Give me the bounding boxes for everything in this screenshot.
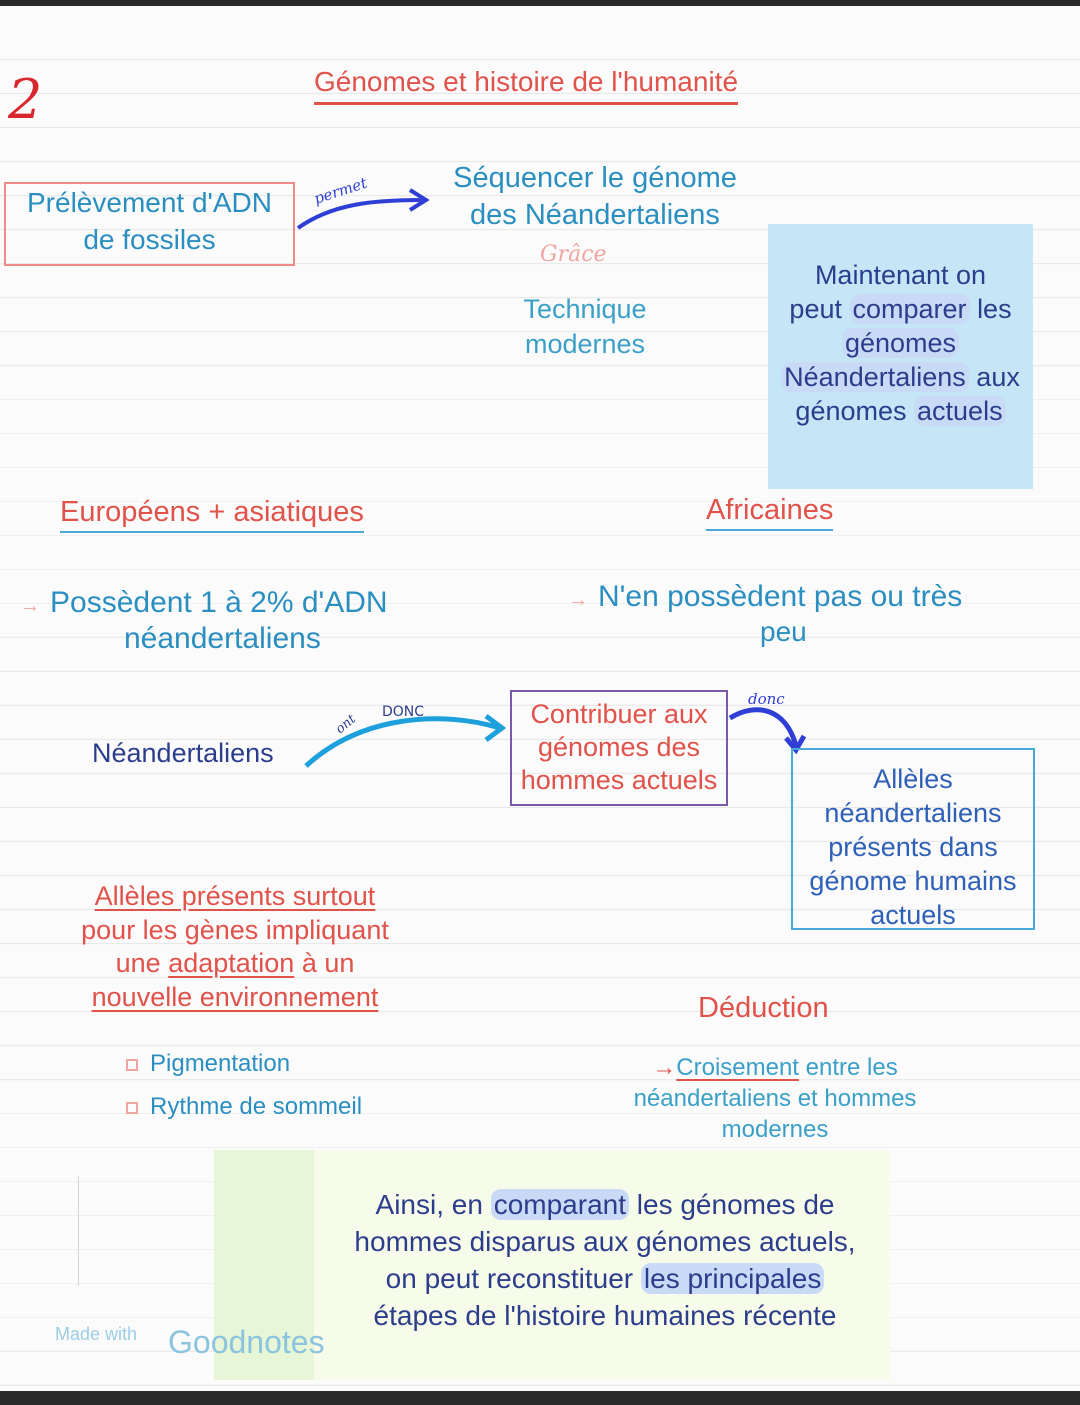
contribuer-box: Contribuer aux génomes des hommes actuel… xyxy=(510,690,728,806)
alleles-line1: Allèles xyxy=(873,764,953,794)
technique-line1: Technique xyxy=(523,294,647,324)
sequence-text: Séquencer le génome des Néandertaliens xyxy=(430,160,760,234)
highlight-word: comparant xyxy=(490,1189,629,1220)
highlight-word: les principales xyxy=(640,1263,825,1294)
traits-list: Pigmentation Rythme de sommeil xyxy=(126,1042,362,1128)
arrow-icon: → xyxy=(652,1054,677,1081)
grace-label: Grâce xyxy=(540,242,607,267)
made-with-label: Made with xyxy=(55,1324,138,1344)
africaines-heading: Africaines xyxy=(706,494,834,531)
conclusion-line1: Ainsi, en comparant les génomes de xyxy=(300,1186,910,1223)
adn-box-line1: Prélèvement d'ADN xyxy=(27,187,272,218)
contrib-line3: hommes actuels xyxy=(520,765,718,795)
conclusion-line2: hommes disparus aux génomes actuels, xyxy=(354,1226,856,1257)
page-number: 2 xyxy=(8,68,43,131)
alleles-line3: présents dans xyxy=(828,832,998,862)
alleles-line5: actuels xyxy=(870,900,956,930)
highlight-word: Néandertaliens xyxy=(781,362,969,392)
croisement-line2: néandertaliens et hommes xyxy=(633,1085,917,1112)
adn-box-line2: de fossiles xyxy=(83,224,216,255)
donc2-label: donc xyxy=(748,690,785,708)
highlight-word: actuels xyxy=(914,396,1006,426)
possedent-line1: → Possèdent 1 à 2% d'ADN xyxy=(20,584,388,625)
list-item-label: Pigmentation xyxy=(150,1050,291,1077)
highlight-word: comparer xyxy=(849,294,970,324)
blue-note-line4: Néandertaliens aux xyxy=(768,360,1033,394)
conclusion-line3: on peut reconstituer les principales xyxy=(300,1260,910,1297)
word: génomes xyxy=(795,396,907,426)
conclusion-line4: étapes de l'histoire humaines récente xyxy=(373,1300,837,1331)
neandertaliens-label: Néandertaliens xyxy=(92,738,274,768)
blue-note-line2: peut comparer les xyxy=(768,292,1033,326)
alleles-box: Allèles néandertaliens présents dans gén… xyxy=(791,748,1035,930)
blue-note-line1: Maintenant on xyxy=(814,260,987,290)
word: une xyxy=(115,948,161,978)
adn-sampling-box: Prélèvement d'ADN de fossiles xyxy=(4,182,295,266)
croisement-line3: modernes xyxy=(721,1116,829,1143)
word: aux xyxy=(976,362,1020,392)
notebook-page: 2 Génomes et histoire de l'humanité Prél… xyxy=(0,6,1080,1391)
npossede-line2: peu xyxy=(760,616,807,647)
conclusion-text: Ainsi, en comparant les génomes de homme… xyxy=(300,1186,910,1334)
arrow-icon: → xyxy=(20,595,40,617)
underlined-word: Croisement xyxy=(676,1054,799,1081)
list-item: Rythme de sommeil xyxy=(126,1085,362,1128)
word: les xyxy=(977,294,1012,324)
npossede-line1: → N'en possèdent pas ou très xyxy=(568,578,962,619)
contrib-line1: Contribuer aux xyxy=(530,699,708,729)
margin-line xyxy=(78,1176,79,1286)
highlight-word: génomes xyxy=(841,328,960,358)
alleles-surtout-text: Allèles présents surtout pour les gènes … xyxy=(60,880,410,1014)
blue-note-text: Maintenant on peut comparer les génomes … xyxy=(768,258,1033,428)
croisement-line1: →Croisement entre les xyxy=(600,1052,950,1083)
word: on peut reconstituer xyxy=(385,1263,634,1294)
word: à un xyxy=(301,948,355,978)
croisement-text: →Croisement entre les néandertaliens et … xyxy=(600,1052,950,1145)
alleles-line4: génome humains xyxy=(809,866,1017,896)
page-title: Génomes et histoire de l'humanité xyxy=(314,66,739,105)
word: les génomes de xyxy=(636,1189,835,1220)
underlined-word: adaptation xyxy=(168,948,295,978)
word: peut xyxy=(789,294,842,324)
surtout-line2: pour les gènes impliquant xyxy=(81,914,389,945)
donc-label: DONC xyxy=(382,704,424,720)
list-item: Pigmentation xyxy=(126,1042,362,1085)
alleles-line2: néandertaliens xyxy=(824,798,1002,828)
deduction-heading: Déduction xyxy=(698,992,829,1024)
npossede-text: N'en possèdent pas ou très xyxy=(598,580,963,613)
sequence-line1: Séquencer le génome xyxy=(453,162,737,194)
sequence-line2: des Néandertaliens xyxy=(470,199,720,231)
possedent-line2: néandertaliens xyxy=(124,622,321,655)
goodnotes-logo: Goodnotes xyxy=(168,1324,325,1360)
technique-text: Technique modernes xyxy=(490,292,680,362)
word: entre les xyxy=(805,1054,898,1081)
surtout-line3: une adaptation à un xyxy=(60,947,410,981)
green-note-strip xyxy=(214,1150,314,1380)
arrow-icon: → xyxy=(568,589,588,611)
technique-line2: modernes xyxy=(524,329,646,359)
contrib-line2: génomes des xyxy=(537,732,701,762)
word: Ainsi, en xyxy=(375,1189,483,1220)
possedent-text: Possèdent 1 à 2% d'ADN xyxy=(50,586,388,619)
permet-arrow-icon: permet xyxy=(296,173,430,230)
surtout-line4: nouvelle environnement xyxy=(91,981,379,1012)
bullet-icon xyxy=(126,1058,138,1071)
surtout-line1: Allèles présents surtout xyxy=(94,881,376,911)
blue-note-line5: génomes actuels xyxy=(768,394,1033,428)
list-item-label: Rythme de sommeil xyxy=(150,1093,363,1120)
donc-curved-arrow-icon: donc xyxy=(728,690,807,755)
bullet-icon xyxy=(126,1101,138,1114)
europeens-heading: Européens + asiatiques xyxy=(60,496,364,533)
blue-note-line3: génomes xyxy=(768,326,1033,360)
donc-arrow-icon: ont DONC xyxy=(304,704,507,768)
